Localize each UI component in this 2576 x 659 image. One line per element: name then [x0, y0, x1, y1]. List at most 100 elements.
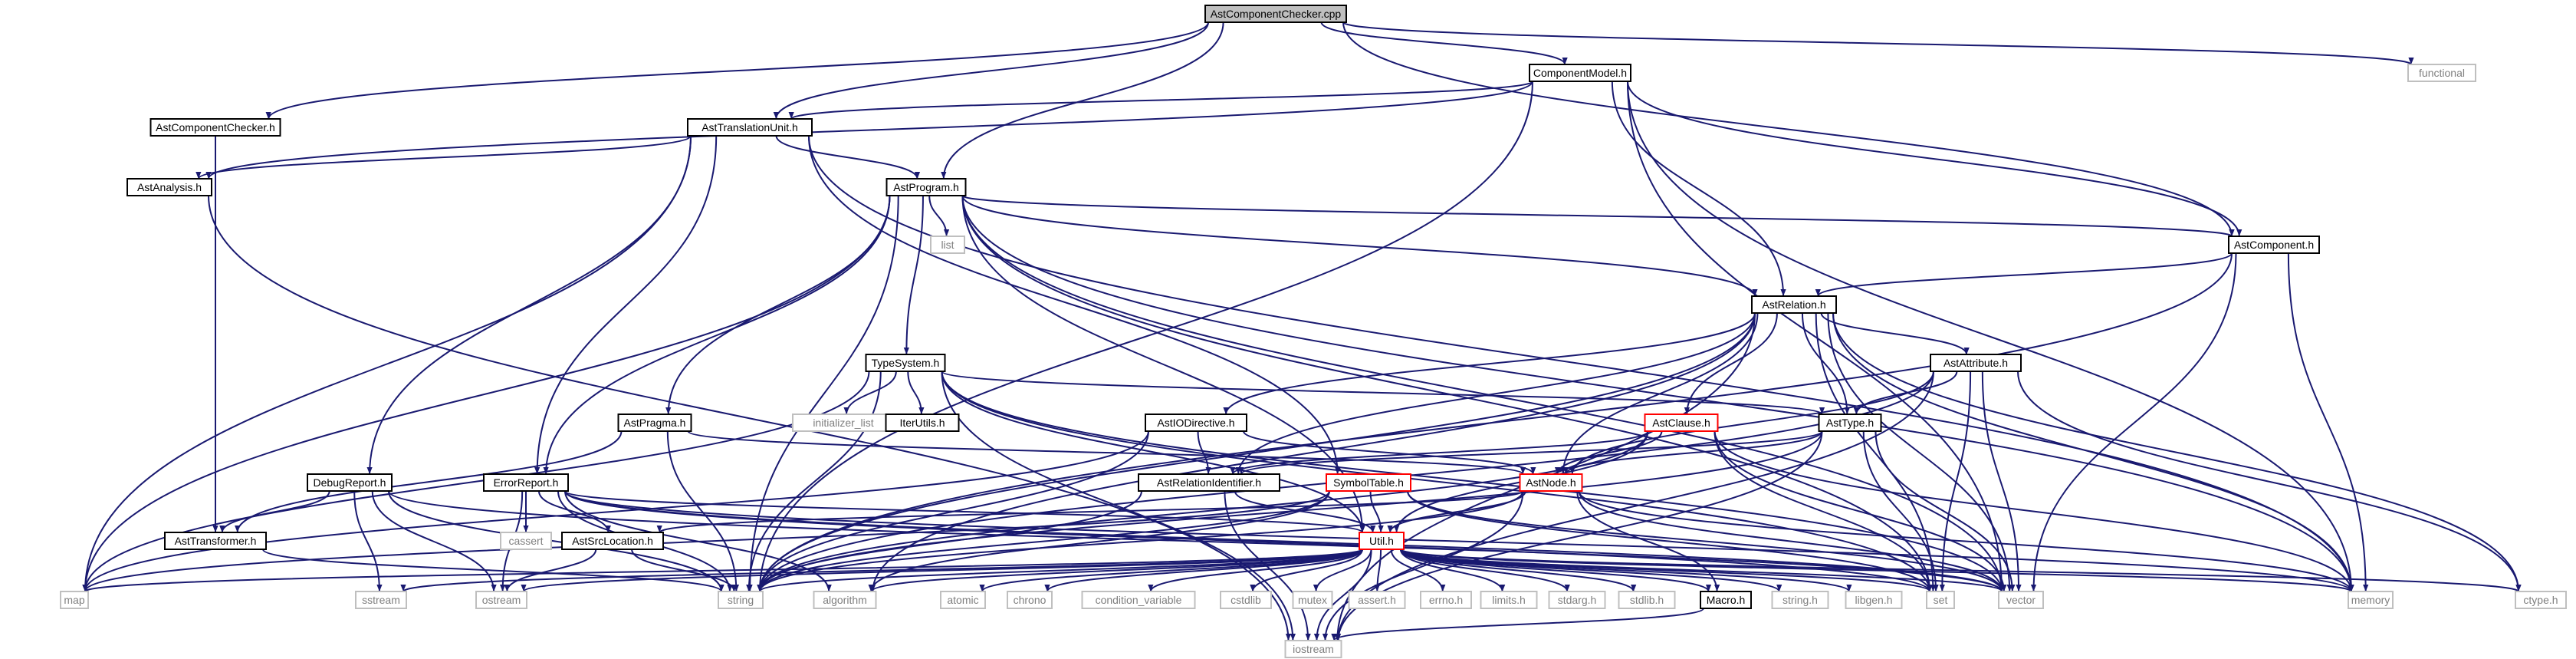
node-label: AstPragma.h [624, 417, 686, 429]
edge-typesystem-to-set [941, 371, 1933, 592]
node-label: AstTransformer.h [175, 535, 257, 547]
edge-util-to-vector [1400, 549, 2005, 592]
graph-node-relation[interactable]: AstRelation.h [1751, 295, 1837, 314]
graph-node-clause[interactable]: AstClause.h [1644, 414, 1719, 432]
graph-node-checker-cpp[interactable]: AstComponentChecker.cpp [1204, 5, 1347, 23]
graph-node-analysis[interactable]: AstAnalysis.h [127, 178, 212, 196]
graph-node-iterutils[interactable]: IterUtils.h [885, 414, 960, 432]
edge-debugreport-to-transformer [219, 490, 330, 533]
graph-node-functional: functional [2407, 64, 2476, 82]
edge-clause-to-node [1554, 430, 1663, 475]
edge-program-to-component [961, 195, 2235, 237]
edge-comp_model-to-analysis [205, 81, 1533, 180]
edge-trans_unit-to-analysis [196, 135, 692, 180]
graph-node-macro[interactable]: Macro.h [1700, 591, 1752, 609]
node-label: Util.h [1369, 535, 1394, 547]
edge-util-to-cstdlib [1250, 549, 1363, 592]
node-box [2515, 591, 2567, 609]
node-box [483, 473, 569, 492]
edge-checker_cpp-to-component [1342, 21, 2235, 237]
edge-util-to-condvar [1148, 549, 1363, 592]
node-box [885, 414, 960, 432]
edge-relation-to-iodirective [1223, 312, 1756, 415]
node-label: string [728, 594, 754, 606]
node-label: AstComponent.h [2234, 239, 2314, 251]
graph-node-node[interactable]: AstNode.h [1519, 473, 1583, 492]
node-box [1548, 591, 1606, 609]
edge-relation-to-ctype [1832, 312, 2522, 592]
edge-type-to-set [1862, 430, 1939, 592]
edge-relation-to-algorithm [869, 312, 1756, 592]
graph-node-attribute[interactable]: AstAttribute.h [1930, 354, 2022, 372]
node-box [1480, 591, 1538, 609]
node-box [1138, 473, 1280, 492]
graph-node-ctype: ctype.h [2515, 591, 2567, 609]
edge-typesystem-to-string [746, 371, 882, 592]
edge-symtable-to-util [1369, 490, 1384, 533]
graph-node-component[interactable]: AstComponent.h [2228, 236, 2320, 254]
edge-util-to-limits [1399, 549, 1506, 592]
edge-typesystem-to-vector [941, 371, 2005, 592]
graph-node-trans-unit[interactable]: AstTranslationUnit.h [687, 118, 813, 137]
graph-node-relid[interactable]: AstRelationIdentifier.h [1138, 473, 1280, 492]
graph-node-chrono: chrono [1007, 591, 1053, 609]
edge-relid-to-util [1234, 490, 1376, 533]
node-box [1204, 5, 1347, 23]
graph-node-type[interactable]: AstType.h [1818, 414, 1882, 432]
edge-iodirective-to-relid [1197, 430, 1211, 475]
edge-typesystem-to-util [941, 371, 1365, 533]
edges-layer [82, 21, 2522, 641]
edge-errorreport-to-memory [564, 490, 2354, 592]
graph-node-typesystem[interactable]: TypeSystem.h [865, 354, 946, 372]
graph-node-comp-model[interactable]: ComponentModel.h [1529, 64, 1631, 82]
graph-node-pragma[interactable]: AstPragma.h [617, 414, 692, 432]
node-label: sstream [362, 594, 400, 606]
graph-node-symtable[interactable]: SymbolTable.h [1326, 473, 1411, 492]
graph-node-program[interactable]: AstProgram.h [886, 178, 967, 196]
graph-node-string: string [718, 591, 764, 609]
graph-node-srcloc[interactable]: AstSrcLocation.h [561, 532, 664, 550]
node-box [307, 473, 393, 492]
graph-node-mutex: mutex [1292, 591, 1333, 609]
edge-trans_unit-to-program [775, 135, 921, 180]
node-box [127, 178, 212, 196]
graph-node-stdlib: stdlib.h [1618, 591, 1676, 609]
graph-node-util[interactable]: Util.h [1359, 532, 1405, 550]
edge-relation-to-set [1815, 312, 1937, 592]
edge-util-to-chrono [1044, 549, 1363, 592]
node-box [1926, 591, 1955, 609]
node-box [617, 414, 692, 432]
graph-node-errorreport[interactable]: ErrorReport.h [483, 473, 569, 492]
edge-attribute-to-ctype [2017, 371, 2522, 592]
graph-node-transformer[interactable]: AstTransformer.h [164, 532, 267, 550]
node-box [1292, 591, 1333, 609]
node-label: list [941, 239, 954, 251]
node-box [561, 532, 664, 550]
node-box [60, 591, 89, 609]
edge-program-to-map [82, 195, 891, 592]
edge-node-to-string [757, 490, 1524, 592]
graph-node-iodirective[interactable]: AstIODirective.h [1145, 414, 1247, 432]
node-label: stdlib.h [1630, 594, 1664, 606]
edge-comp_model-to-relation [1611, 81, 1786, 297]
node-box [1751, 295, 1837, 314]
edge-program-to-relation [961, 195, 1758, 297]
edge-program-to-typesystem [903, 195, 924, 355]
edge-comp_model-to-vector [1627, 81, 2005, 592]
node-box [1618, 591, 1676, 609]
edge-relation-to-attribute [1820, 312, 1970, 355]
edge-type-to-relid [1238, 430, 1823, 475]
edge-relation-to-vector [1827, 312, 2013, 592]
edge-node-to-iostream [1322, 490, 1524, 641]
node-label: SymbolTable.h [1333, 476, 1404, 489]
graph-node-condvar: condition_variable [1081, 591, 1196, 609]
graph-node-debugreport[interactable]: DebugReport.h [307, 473, 393, 492]
node-label: ostream [482, 594, 521, 606]
edge-symtable-to-set [1407, 490, 1933, 592]
graph-node-checker-h[interactable]: AstComponentChecker.h [150, 118, 281, 137]
node-label: cstdlib [1230, 594, 1261, 606]
edge-pragma-to-string [666, 430, 739, 592]
edge-pragma-to-node [687, 430, 1526, 475]
edge-errorreport-to-srcloc [537, 490, 611, 533]
